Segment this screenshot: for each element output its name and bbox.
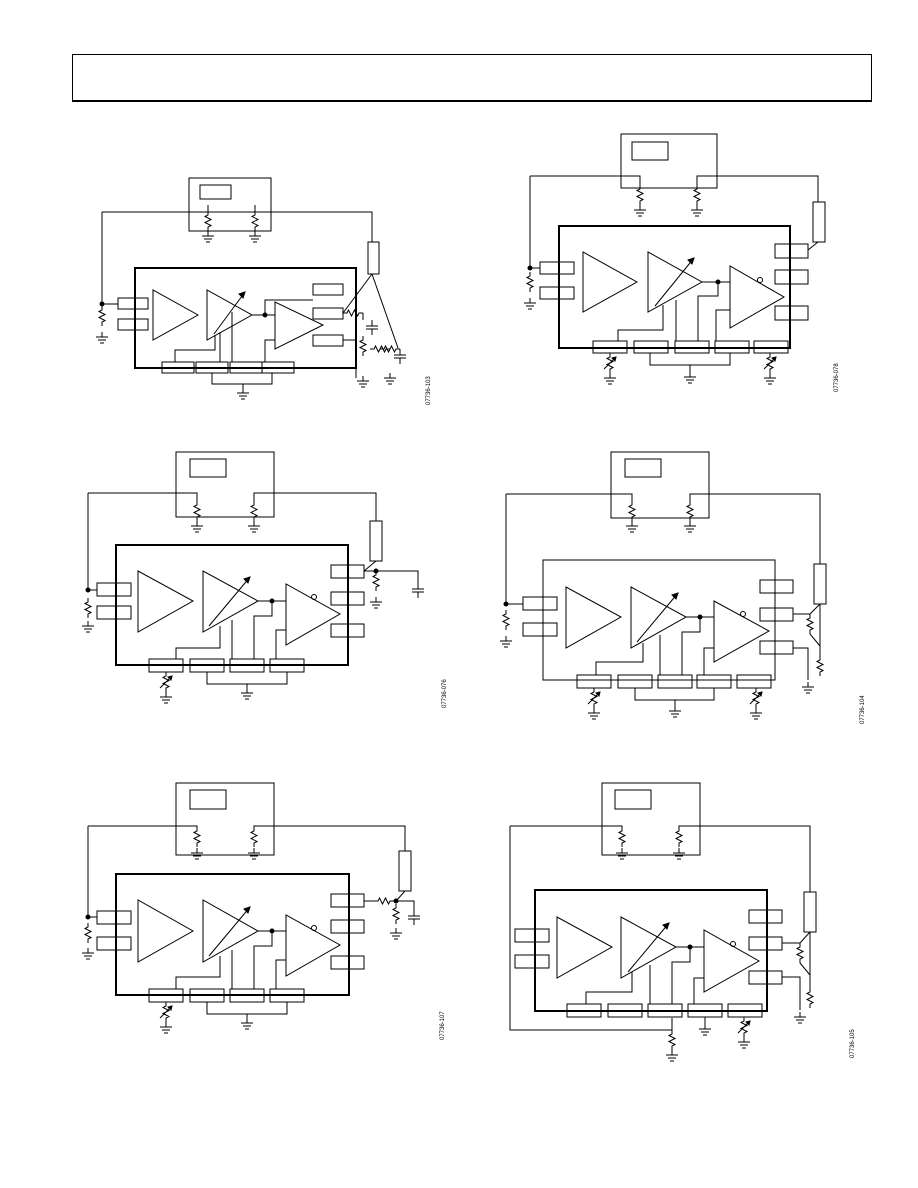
figure-3-circuit	[81, 451, 425, 704]
figure-2-circuit	[523, 133, 826, 385]
figure-6-circuit	[509, 782, 817, 1062]
figure-5-circuit	[81, 782, 421, 1034]
figure-5-id: 07736-107	[440, 1011, 446, 1040]
figure-4-id: 07736-104	[860, 695, 866, 724]
figure-1-circuit	[95, 177, 407, 400]
figure-6-id: 07736-105	[850, 1029, 856, 1058]
figure-1-id: 07736-103	[426, 376, 432, 405]
figure-3-id: 07736-076	[442, 679, 448, 708]
figure-2-id: 07736-078	[834, 363, 840, 392]
figure-4-circuit	[499, 451, 827, 720]
page-header-box	[72, 54, 872, 102]
